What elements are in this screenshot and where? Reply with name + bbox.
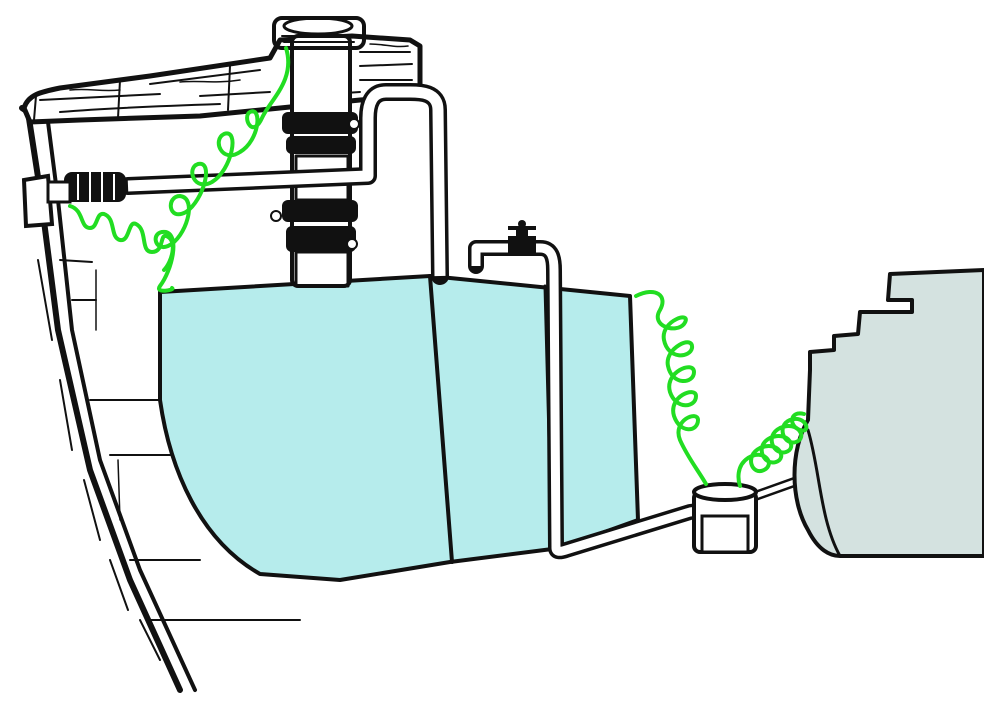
valve-icon bbox=[508, 220, 536, 256]
engine-body bbox=[792, 268, 984, 558]
vent-fitting-icon bbox=[21, 172, 126, 229]
vent-line bbox=[21, 83, 449, 285]
engine-icon bbox=[792, 268, 984, 558]
fill-pipe bbox=[270, 16, 366, 288]
fuel-tank bbox=[158, 274, 640, 582]
coiled-wire-icon bbox=[68, 46, 809, 488]
hose-clamp-icon bbox=[270, 112, 360, 252]
fuel-tank-body bbox=[158, 274, 640, 582]
fill-cap-icon bbox=[281, 35, 357, 43]
filter-icon bbox=[692, 482, 758, 554]
